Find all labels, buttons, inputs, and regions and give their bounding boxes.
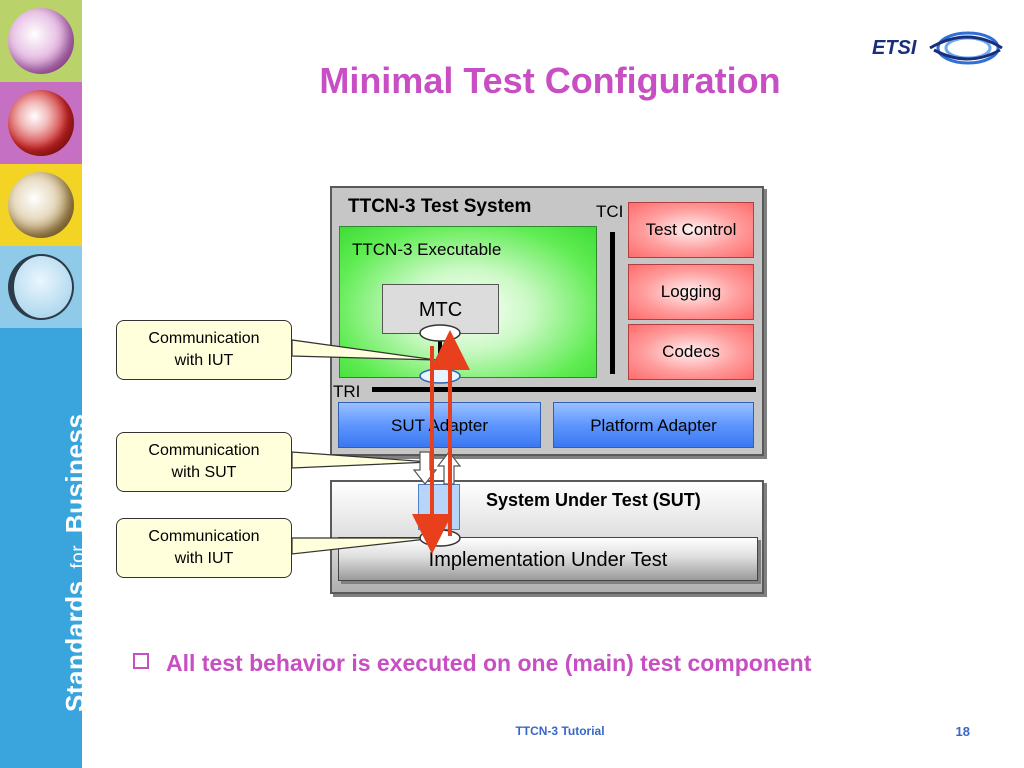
- brand-word-for: for: [68, 544, 89, 569]
- callout-line: Communication: [148, 442, 260, 459]
- sut-adapter-box: SUT Adapter: [338, 402, 541, 448]
- callout-line: with SUT: [171, 464, 237, 481]
- etsi-logo: ETSI: [872, 31, 1003, 65]
- platform-adapter-box: Platform Adapter: [553, 402, 754, 448]
- sidebar-tile-1: [0, 0, 82, 82]
- executable-label: TTCN-3 Executable: [352, 240, 502, 259]
- globe-icon: [8, 90, 74, 156]
- logging-box: Logging: [628, 264, 754, 320]
- callout-communication-iut-bottom: Communication with IUT: [116, 518, 292, 578]
- codecs-box: Codecs: [628, 324, 754, 380]
- globe-icon: [8, 8, 74, 74]
- tci-interface-line: [610, 232, 615, 374]
- sidebar-tile-2: [0, 82, 82, 164]
- tci-label: TCI: [596, 202, 624, 221]
- callout-line: with IUT: [174, 352, 234, 369]
- bullet-checkbox-icon: [133, 653, 149, 669]
- tri-label: TRI: [333, 382, 361, 401]
- brand-word-standards: Standards: [60, 580, 90, 712]
- slide-title: Minimal Test Configuration: [319, 60, 781, 101]
- globe-icon: [8, 254, 74, 320]
- sidebar-tile-4: [0, 246, 82, 328]
- sut-title: System Under Test (SUT): [486, 490, 701, 510]
- test-control-box: Test Control: [628, 202, 754, 258]
- brand-word-business: Business: [60, 413, 90, 534]
- page-number: 18: [955, 724, 970, 739]
- callout-line: Communication: [148, 330, 260, 347]
- callout-communication-iut-top: Communication with IUT: [116, 320, 292, 380]
- sidebar: Standards for Business: [0, 0, 90, 768]
- test-system-title: TTCN-3 Test System: [348, 196, 532, 217]
- footer-title: TTCN-3 Tutorial: [515, 724, 605, 738]
- sut-port-box: [418, 484, 460, 530]
- mtc-box: MTC: [382, 284, 499, 334]
- tri-interface-line: [372, 387, 756, 392]
- bullet-text: All test behavior is executed on one (ma…: [166, 650, 812, 676]
- callout-line: Communication: [148, 528, 260, 545]
- sidebar-tile-3: [0, 164, 82, 246]
- iut-box: Implementation Under Test: [338, 537, 758, 581]
- globe-icon: [8, 172, 74, 238]
- callout-communication-sut: Communication with SUT: [116, 432, 292, 492]
- sidebar-brand-text: Standards for Business: [60, 372, 91, 712]
- logo-text: ETSI: [872, 37, 917, 59]
- callout-line: with IUT: [174, 550, 234, 567]
